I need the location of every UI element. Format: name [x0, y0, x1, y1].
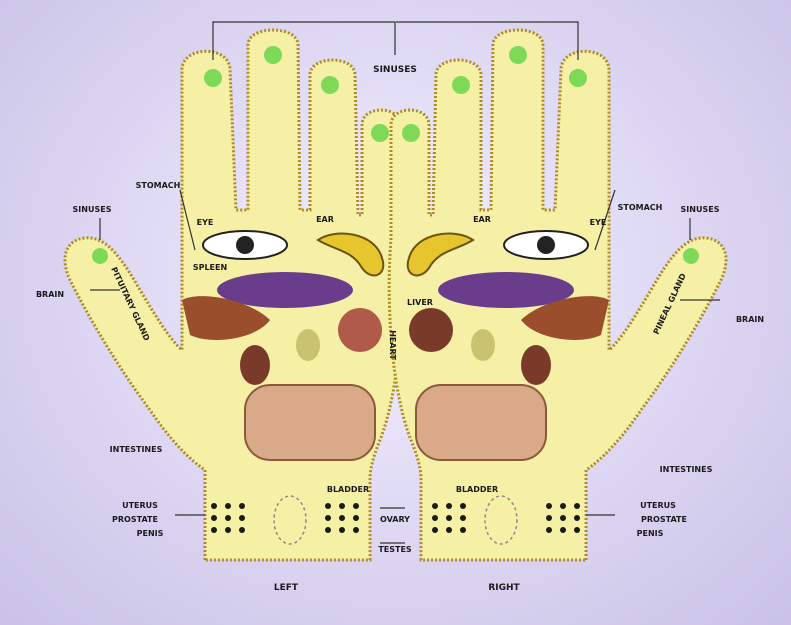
label-uterus-left: UTERUS	[122, 501, 158, 510]
left-fingertip-point	[264, 46, 282, 64]
right-fingertip-point	[402, 124, 420, 142]
right-intestines-icon	[416, 385, 546, 460]
label-liver: LIVER	[407, 298, 433, 307]
label-bladder-left: BLADDER	[327, 485, 369, 494]
label-uterus-right: UTERUS	[640, 501, 676, 510]
label-spleen: SPLEEN	[193, 263, 227, 272]
label-bladder-right: BLADDER	[456, 485, 498, 494]
left-hand	[65, 30, 402, 560]
label-brain-right: BRAIN	[736, 315, 764, 324]
label-prostate-left: PROSTATE	[112, 515, 158, 524]
label-eye-right: EYE	[590, 218, 607, 227]
label-stomach-left: STOMACH	[136, 181, 181, 190]
label-penis-right: PENIS	[637, 529, 664, 538]
right-wrist-dots-b	[546, 503, 580, 533]
right-fingertip-point	[569, 69, 587, 87]
label-sinuses: SINUSES	[373, 65, 417, 75]
left-thumb-point	[92, 248, 108, 264]
label-sinuses-left: SINUSES	[73, 205, 112, 214]
right-fingertip-point	[452, 76, 470, 94]
right-spleen-icon	[409, 308, 453, 352]
right-fingertip-point	[509, 46, 527, 64]
label-ear-left: EAR	[316, 215, 334, 224]
left-wrist-dots-b	[325, 503, 359, 533]
label-ear-right: EAR	[473, 215, 491, 224]
label-prostate-right: PROSTATE	[641, 515, 687, 524]
left-gallbladder-icon	[296, 329, 320, 361]
right-thumb-point	[683, 248, 699, 264]
label-penis-left: PENIS	[137, 529, 164, 538]
label-heart: HEART	[388, 330, 397, 360]
label-sinuses-right: SINUSES	[681, 205, 720, 214]
right-gallbladder-icon	[471, 329, 495, 361]
label-intestines-right: INTESTINES	[660, 465, 713, 474]
left-intestines-icon	[245, 385, 375, 460]
left-wrist-dots-a	[211, 503, 245, 533]
left-kidney-icon	[240, 345, 270, 385]
sinus-connector	[396, 22, 578, 60]
label-right: RIGHT	[488, 583, 520, 593]
left-fingertip-point	[371, 124, 389, 142]
label-testes: TESTES	[378, 545, 412, 554]
right-kidney-icon	[521, 345, 551, 385]
label-intestines-left: INTESTINES	[110, 445, 163, 454]
left-spleen-icon	[338, 308, 382, 352]
label-left: LEFT	[274, 583, 299, 593]
right-eye-iris	[537, 236, 555, 254]
left-fingertip-point	[204, 69, 222, 87]
label-ovary: OVARY	[380, 515, 410, 524]
label-stomach-right: STOMACH	[618, 203, 663, 212]
right-wrist-dots-a	[432, 503, 466, 533]
sinus-connector	[213, 22, 395, 60]
left-fingertip-point	[321, 76, 339, 94]
left-eye-iris	[236, 236, 254, 254]
label-eye-left: EYE	[197, 218, 214, 227]
label-brain-left: BRAIN	[36, 290, 64, 299]
